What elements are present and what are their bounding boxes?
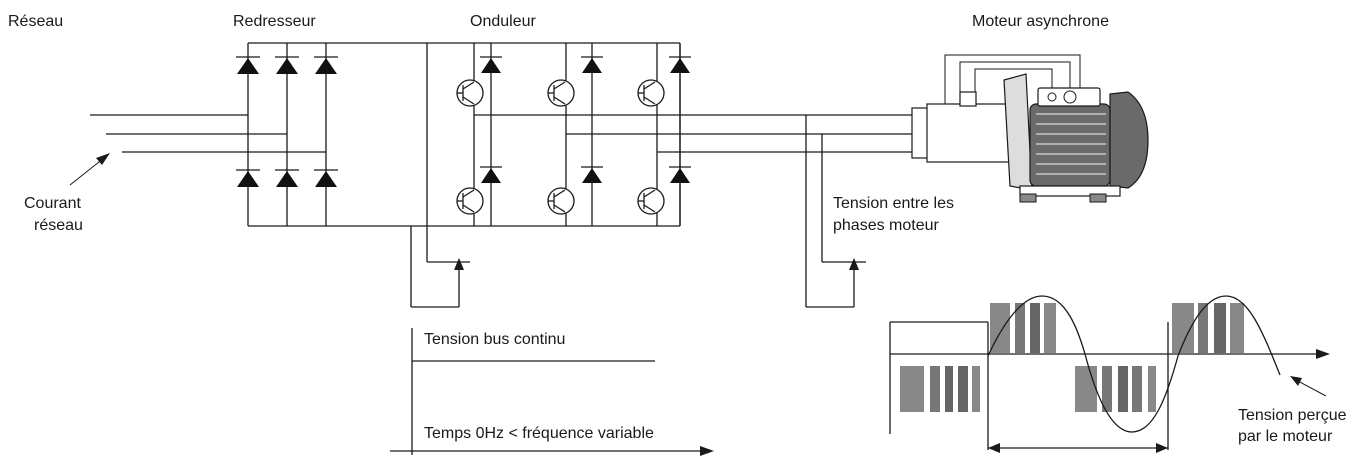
diode-inv-bottom-2 [581,166,603,183]
sine-curve [987,295,1281,433]
label-courant-reseau-2: réseau [34,217,83,234]
pwm-burst-pos-2 [1172,303,1244,353]
label-redresseur: Redresseur [233,13,316,30]
diode-top-2 [275,56,299,74]
courant-reseau-arrow [69,153,110,186]
motor-phase-lines [474,114,935,153]
label-reseau: Réseau [8,13,63,30]
mains-lines [90,114,326,153]
label-tension-phases-1: Tension entre les [833,195,954,212]
motor-flange [1003,73,1033,191]
label-tension-percue-2: par le moteur [1238,428,1333,445]
diode-inv-top-3 [669,56,691,73]
pwm-burst-neg-1 [900,366,980,412]
label-courant-reseau-1: Courant [24,195,81,212]
transistor-top-2 [547,79,575,107]
diode-inv-bottom-1 [480,166,502,183]
rectifier-bridge [236,43,338,226]
pwm-burst-pos-1 [990,303,1056,353]
label-tension-phases-2: phases moteur [833,217,940,234]
transistor-bottom-3 [637,187,665,215]
label-tension-percue-1: Tension perçue [1238,407,1347,424]
transistor-top-1 [456,79,484,107]
diode-top-3 [314,56,338,74]
phase-voltage-probe [805,115,866,308]
diode-bottom-3 [314,169,338,187]
transistor-bottom-1 [456,187,484,215]
pwm-graph [889,295,1330,453]
inverter-bridge [456,43,691,226]
dc-bus-graph [390,328,714,456]
label-temps: Temps 0Hz < fréquence variable [424,425,654,442]
diode-bottom-2 [275,169,299,187]
label-moteur-asynchrone: Moteur asynchrone [972,13,1109,30]
tension-percue-arrow [1290,376,1327,397]
diode-inv-top-2 [581,56,603,73]
motor-fan-cover [1109,91,1149,189]
pwm-burst-neg-2 [1075,366,1156,412]
motor-illustration [911,54,1149,203]
label-onduleur: Onduleur [470,13,536,30]
transistor-bottom-2 [547,187,575,215]
diode-inv-top-1 [480,56,502,73]
label-tension-bus: Tension bus continu [424,331,565,348]
diode-inv-bottom-3 [669,166,691,183]
dc-bus-probe [410,226,470,308]
diode-top-1 [236,56,260,74]
diode-bottom-1 [236,169,260,187]
transistor-top-3 [637,79,665,107]
